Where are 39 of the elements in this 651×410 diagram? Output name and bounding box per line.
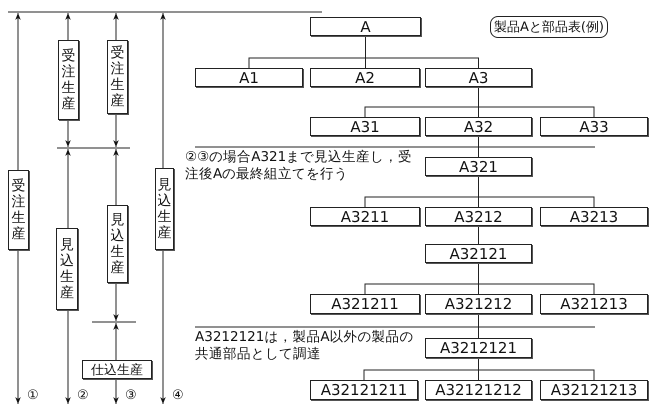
part-box: A31 (310, 117, 420, 136)
tree-connector (478, 86, 594, 118)
part-box: A33 (540, 117, 648, 136)
callout-number: ④ (172, 387, 184, 404)
part-box: A3 (425, 68, 532, 87)
production-type-box: 仕込生産 (82, 360, 152, 379)
part-box: A32121212 (425, 380, 532, 400)
part-box: A3212121 (425, 338, 532, 358)
production-type-box: 見込生産 (56, 228, 78, 310)
tree-connector (478, 358, 594, 380)
part-box: A3211 (310, 207, 420, 226)
part-box: A3212 (425, 207, 532, 226)
production-type-box: 見込生産 (155, 168, 174, 250)
part-box: A32121213 (540, 380, 648, 400)
tree-connector (478, 226, 479, 244)
callout-number: ② (77, 387, 89, 404)
part-box: A32121211 (310, 380, 418, 400)
part-box: A (310, 17, 421, 36)
callout-number: ① (27, 387, 39, 404)
part-box: A321211 (310, 294, 420, 314)
tree-connector (478, 314, 479, 338)
part-box: A321212 (425, 294, 532, 314)
title-box: 製品Aと部品表(例) (490, 16, 608, 38)
part-box: A321213 (540, 294, 648, 314)
part-box: A32121 (425, 244, 532, 263)
production-type-box: 受注生産 (8, 170, 29, 250)
part-box: A321 (425, 157, 532, 176)
part-box: A1 (195, 68, 303, 87)
tree-connector (478, 136, 479, 158)
part-box: A32 (425, 117, 532, 136)
tree-connector (478, 176, 594, 208)
tree-connector (478, 262, 594, 294)
callout-number: ③ (125, 387, 137, 404)
production-type-box: 受注生産 (58, 40, 79, 120)
tree-connector (365, 36, 479, 68)
production-type-box: 受注生産 (107, 40, 128, 114)
part-box: A2 (310, 68, 420, 87)
part-box: A3213 (540, 207, 648, 226)
production-type-box: 見込生産 (107, 205, 128, 283)
